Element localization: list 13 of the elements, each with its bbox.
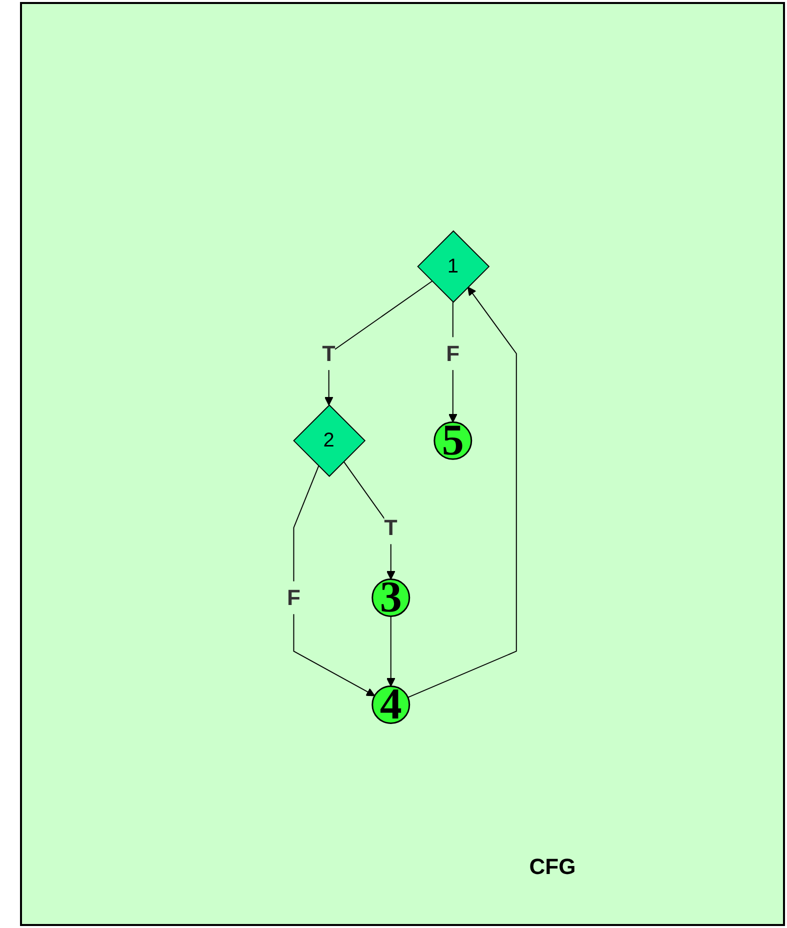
node-diamond: 2 xyxy=(293,404,366,477)
node-diamond: 1 xyxy=(417,230,490,302)
edge-label: T xyxy=(322,340,336,366)
arrow xyxy=(386,615,396,686)
edge-label: T xyxy=(384,514,398,540)
edge-label: F xyxy=(446,340,460,366)
node-circle: 4 xyxy=(372,685,410,724)
node-circle: 5 xyxy=(434,421,472,460)
arrow xyxy=(408,286,518,698)
node-circle: 3 xyxy=(372,578,410,617)
edge-label: F xyxy=(287,584,301,610)
caption-text: CFG xyxy=(529,854,576,879)
arrow xyxy=(294,465,376,696)
